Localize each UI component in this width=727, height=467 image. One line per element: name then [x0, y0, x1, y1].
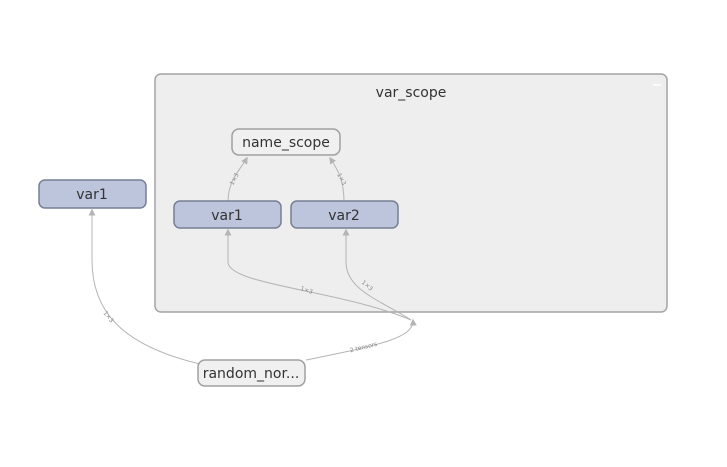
node-label: random_nor... — [203, 366, 300, 382]
node-inner-var1[interactable]: var1 — [173, 200, 282, 229]
edge-label: 1×3 — [102, 310, 115, 324]
cluster-box[interactable] — [154, 73, 668, 313]
edge-inner-var2-to-name-scope[interactable] — [329, 156, 345, 203]
edge-inner-var1-to-name-scope[interactable] — [227, 156, 248, 203]
node-inner-var2[interactable]: var2 — [290, 200, 399, 229]
variable-node[interactable] — [38, 179, 147, 209]
edge-label: 2 tensors — [349, 341, 378, 355]
variable-node[interactable] — [173, 200, 282, 229]
variable-node[interactable] — [290, 200, 399, 229]
edge-label: 1×3 — [299, 285, 313, 296]
edge-junction-to-inner-var1[interactable] — [224, 228, 412, 321]
cluster-title: var_scope — [376, 85, 447, 101]
node-label: name_scope — [242, 135, 330, 151]
node-label: var2 — [328, 208, 360, 224]
edge-junction-to-inner-var2[interactable] — [342, 228, 412, 321]
node-label: var1 — [76, 187, 108, 203]
node-outer-var1[interactable]: var1 — [38, 179, 147, 209]
node-label: var1 — [211, 208, 243, 224]
cluster-var-scope[interactable]: var_scope — [154, 73, 668, 313]
edge-random-to-outer-var1[interactable] — [88, 208, 201, 365]
op-node[interactable] — [231, 128, 341, 156]
node-random-normal[interactable]: random_nor... — [197, 359, 306, 387]
node-name-scope[interactable]: name_scope — [231, 128, 341, 156]
op-node[interactable] — [197, 359, 306, 387]
edge-random-to-junction[interactable] — [305, 318, 417, 361]
